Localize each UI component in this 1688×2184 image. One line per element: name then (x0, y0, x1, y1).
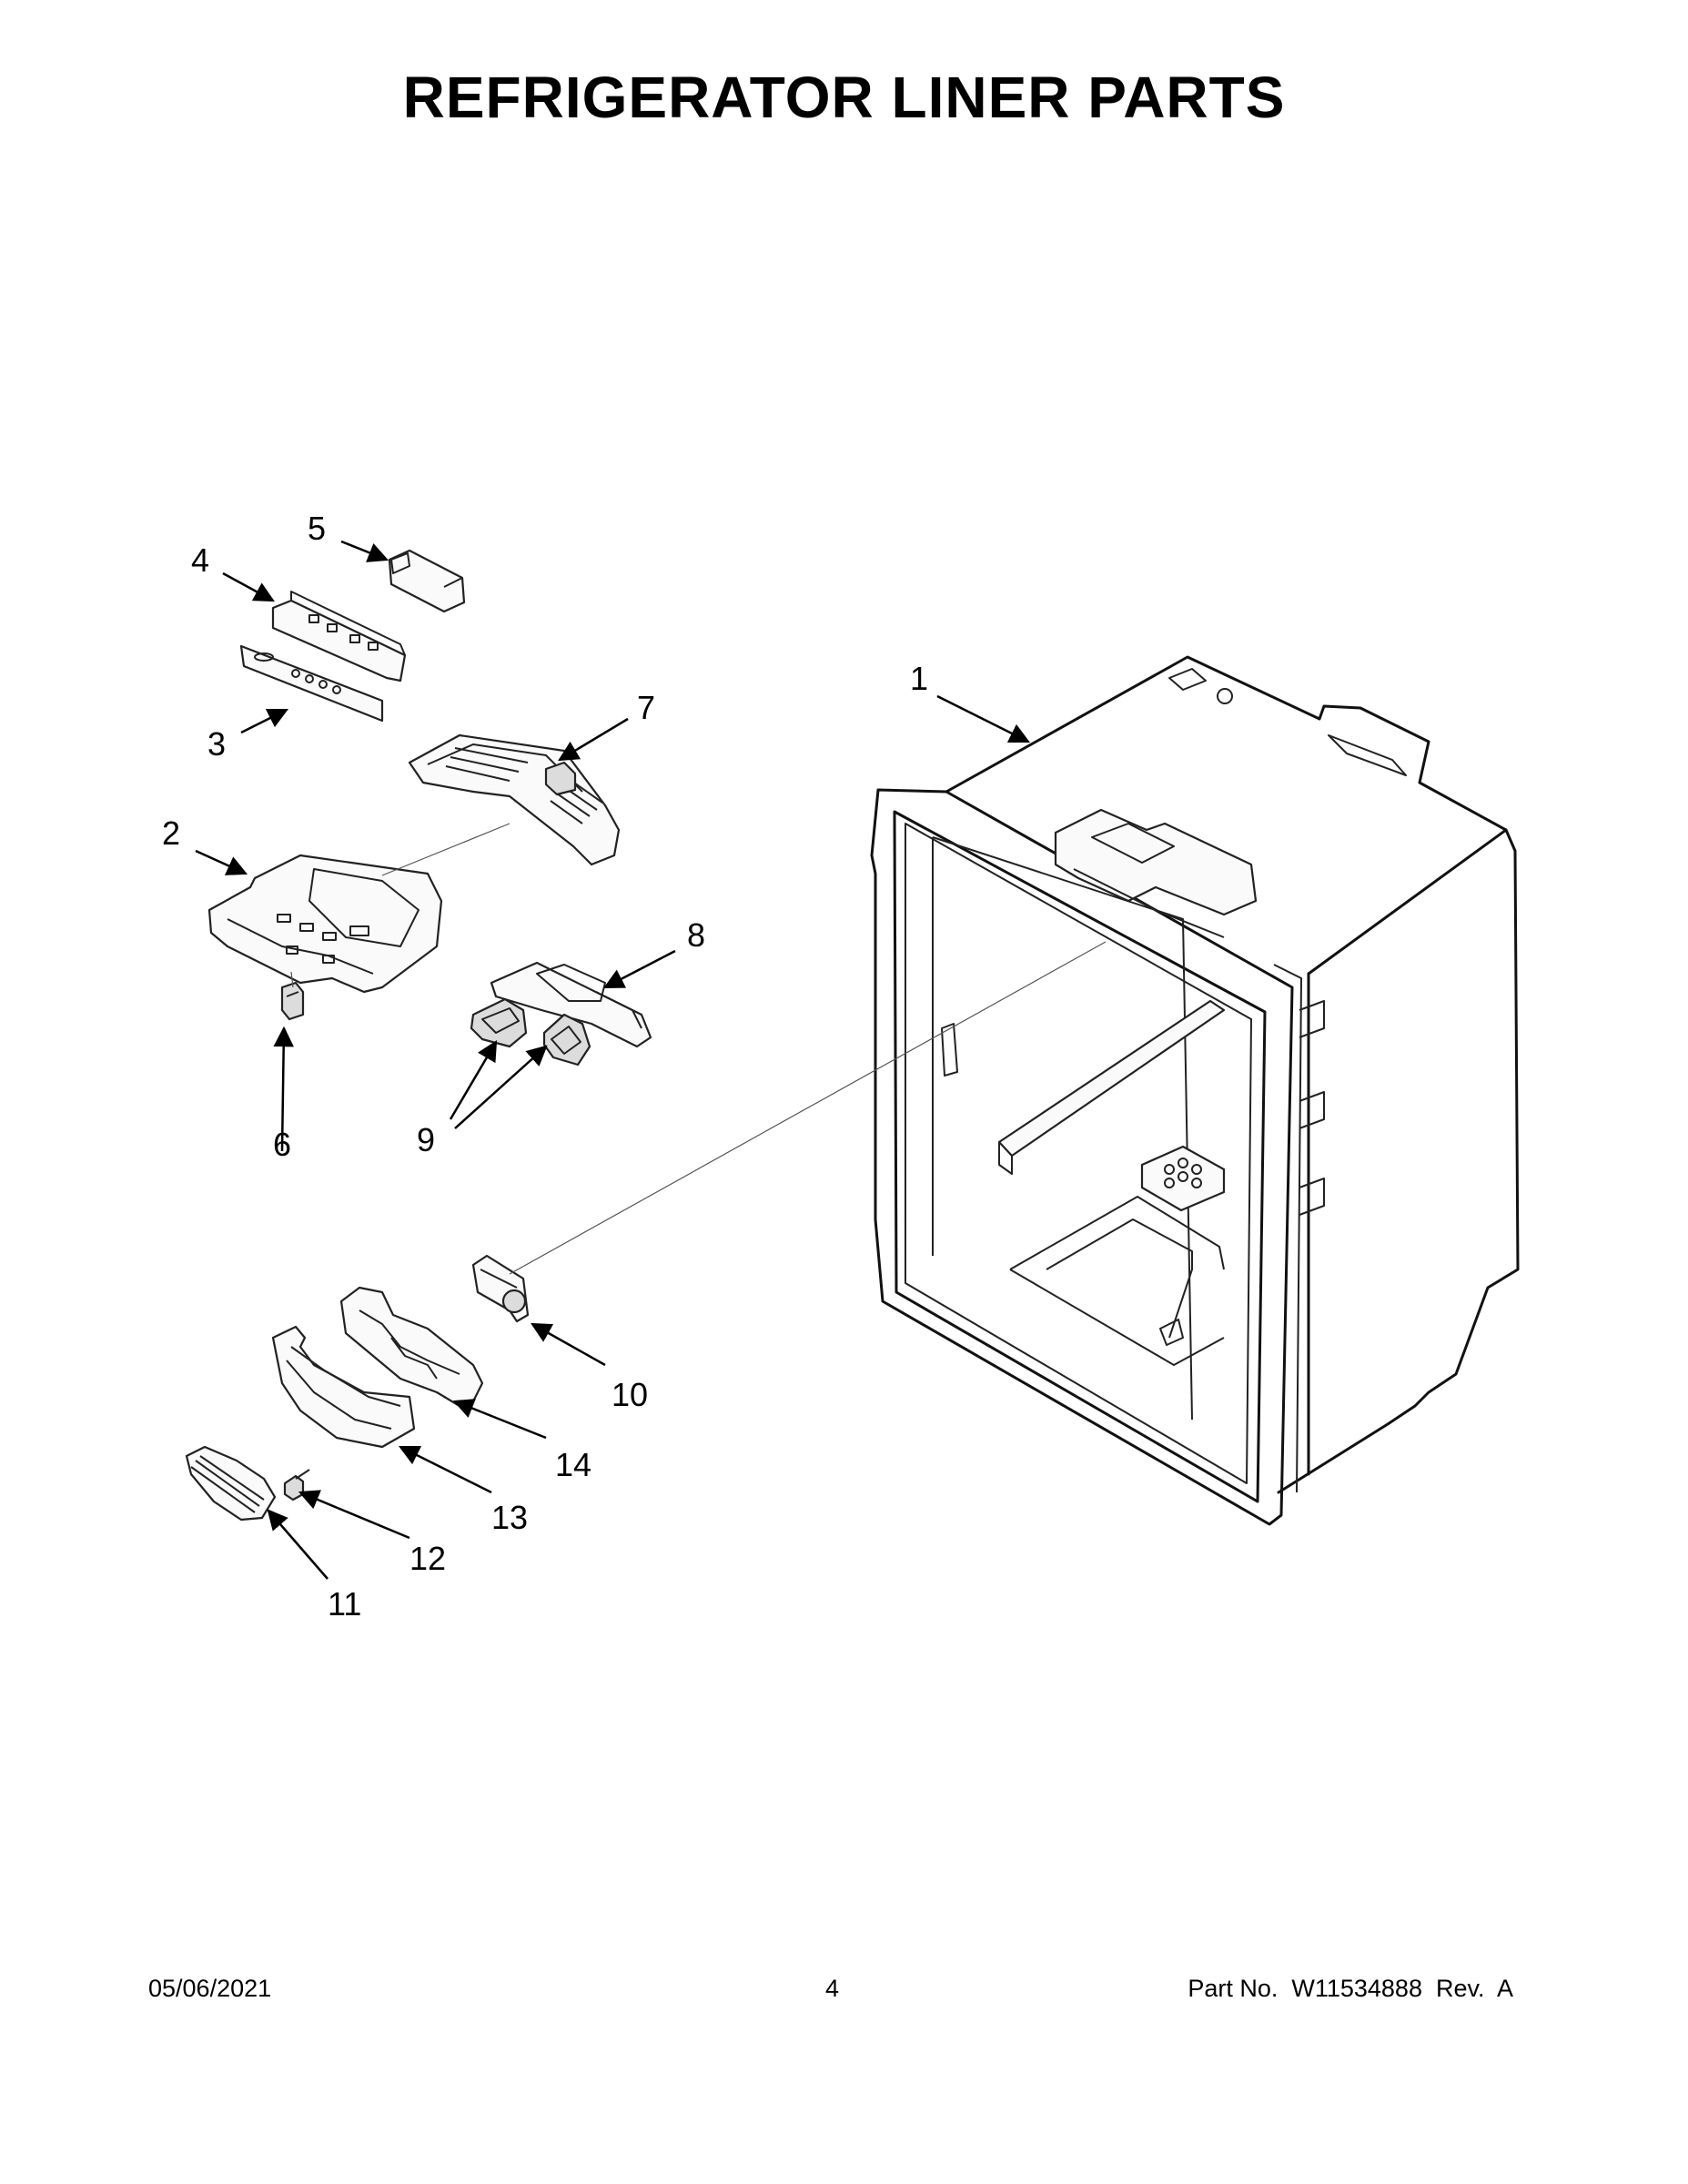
damper-part-9b (542, 1013, 591, 1067)
duct-cover-part-7 (408, 733, 621, 866)
callout-3: 3 (207, 725, 226, 763)
alignment-lines (290, 823, 1107, 1275)
callout-14: 14 (555, 1446, 591, 1483)
control-housing-part-2 (207, 854, 443, 994)
callout-labels: 1 2 3 4 5 6 7 8 9 10 11 12 13 14 (162, 510, 928, 1623)
callout-10: 10 (612, 1376, 648, 1413)
callout-5: 5 (308, 510, 326, 547)
callout-2: 2 (162, 814, 180, 852)
callout-11: 11 (328, 1585, 361, 1623)
callout-8: 8 (687, 916, 705, 954)
damper-part-9a (470, 997, 528, 1048)
callout-7: 7 (637, 689, 655, 726)
liner-part-1 (870, 655, 1520, 1526)
callout-4: 4 (191, 541, 209, 579)
callout-12: 12 (409, 1540, 446, 1577)
fan-motor-part-10 (471, 1254, 530, 1323)
fan-housing-part-14 (339, 1286, 484, 1408)
overlay-part-3 (239, 644, 384, 723)
callout-arrows (195, 540, 1031, 1580)
page-title: REFRIGERATOR LINER PARTS (402, 65, 1286, 130)
footer-date: 05/06/2021 (148, 1975, 272, 2002)
callout-1: 1 (910, 660, 928, 697)
callout-9: 9 (417, 1121, 435, 1158)
footer-part-number: Part No. W11534888 Rev. A (1188, 1975, 1513, 2002)
cover-part-13 (271, 1325, 416, 1449)
damper-housing-part-8 (490, 961, 652, 1048)
footer-page-number: 4 (825, 1975, 840, 2002)
control-holder-part-4 (271, 591, 407, 682)
clip-part-5 (388, 549, 466, 613)
grille-part-11 (185, 1445, 277, 1522)
callout-6: 6 (273, 1126, 291, 1163)
callout-13: 13 (491, 1499, 528, 1536)
switch-part-6 (280, 981, 305, 1021)
